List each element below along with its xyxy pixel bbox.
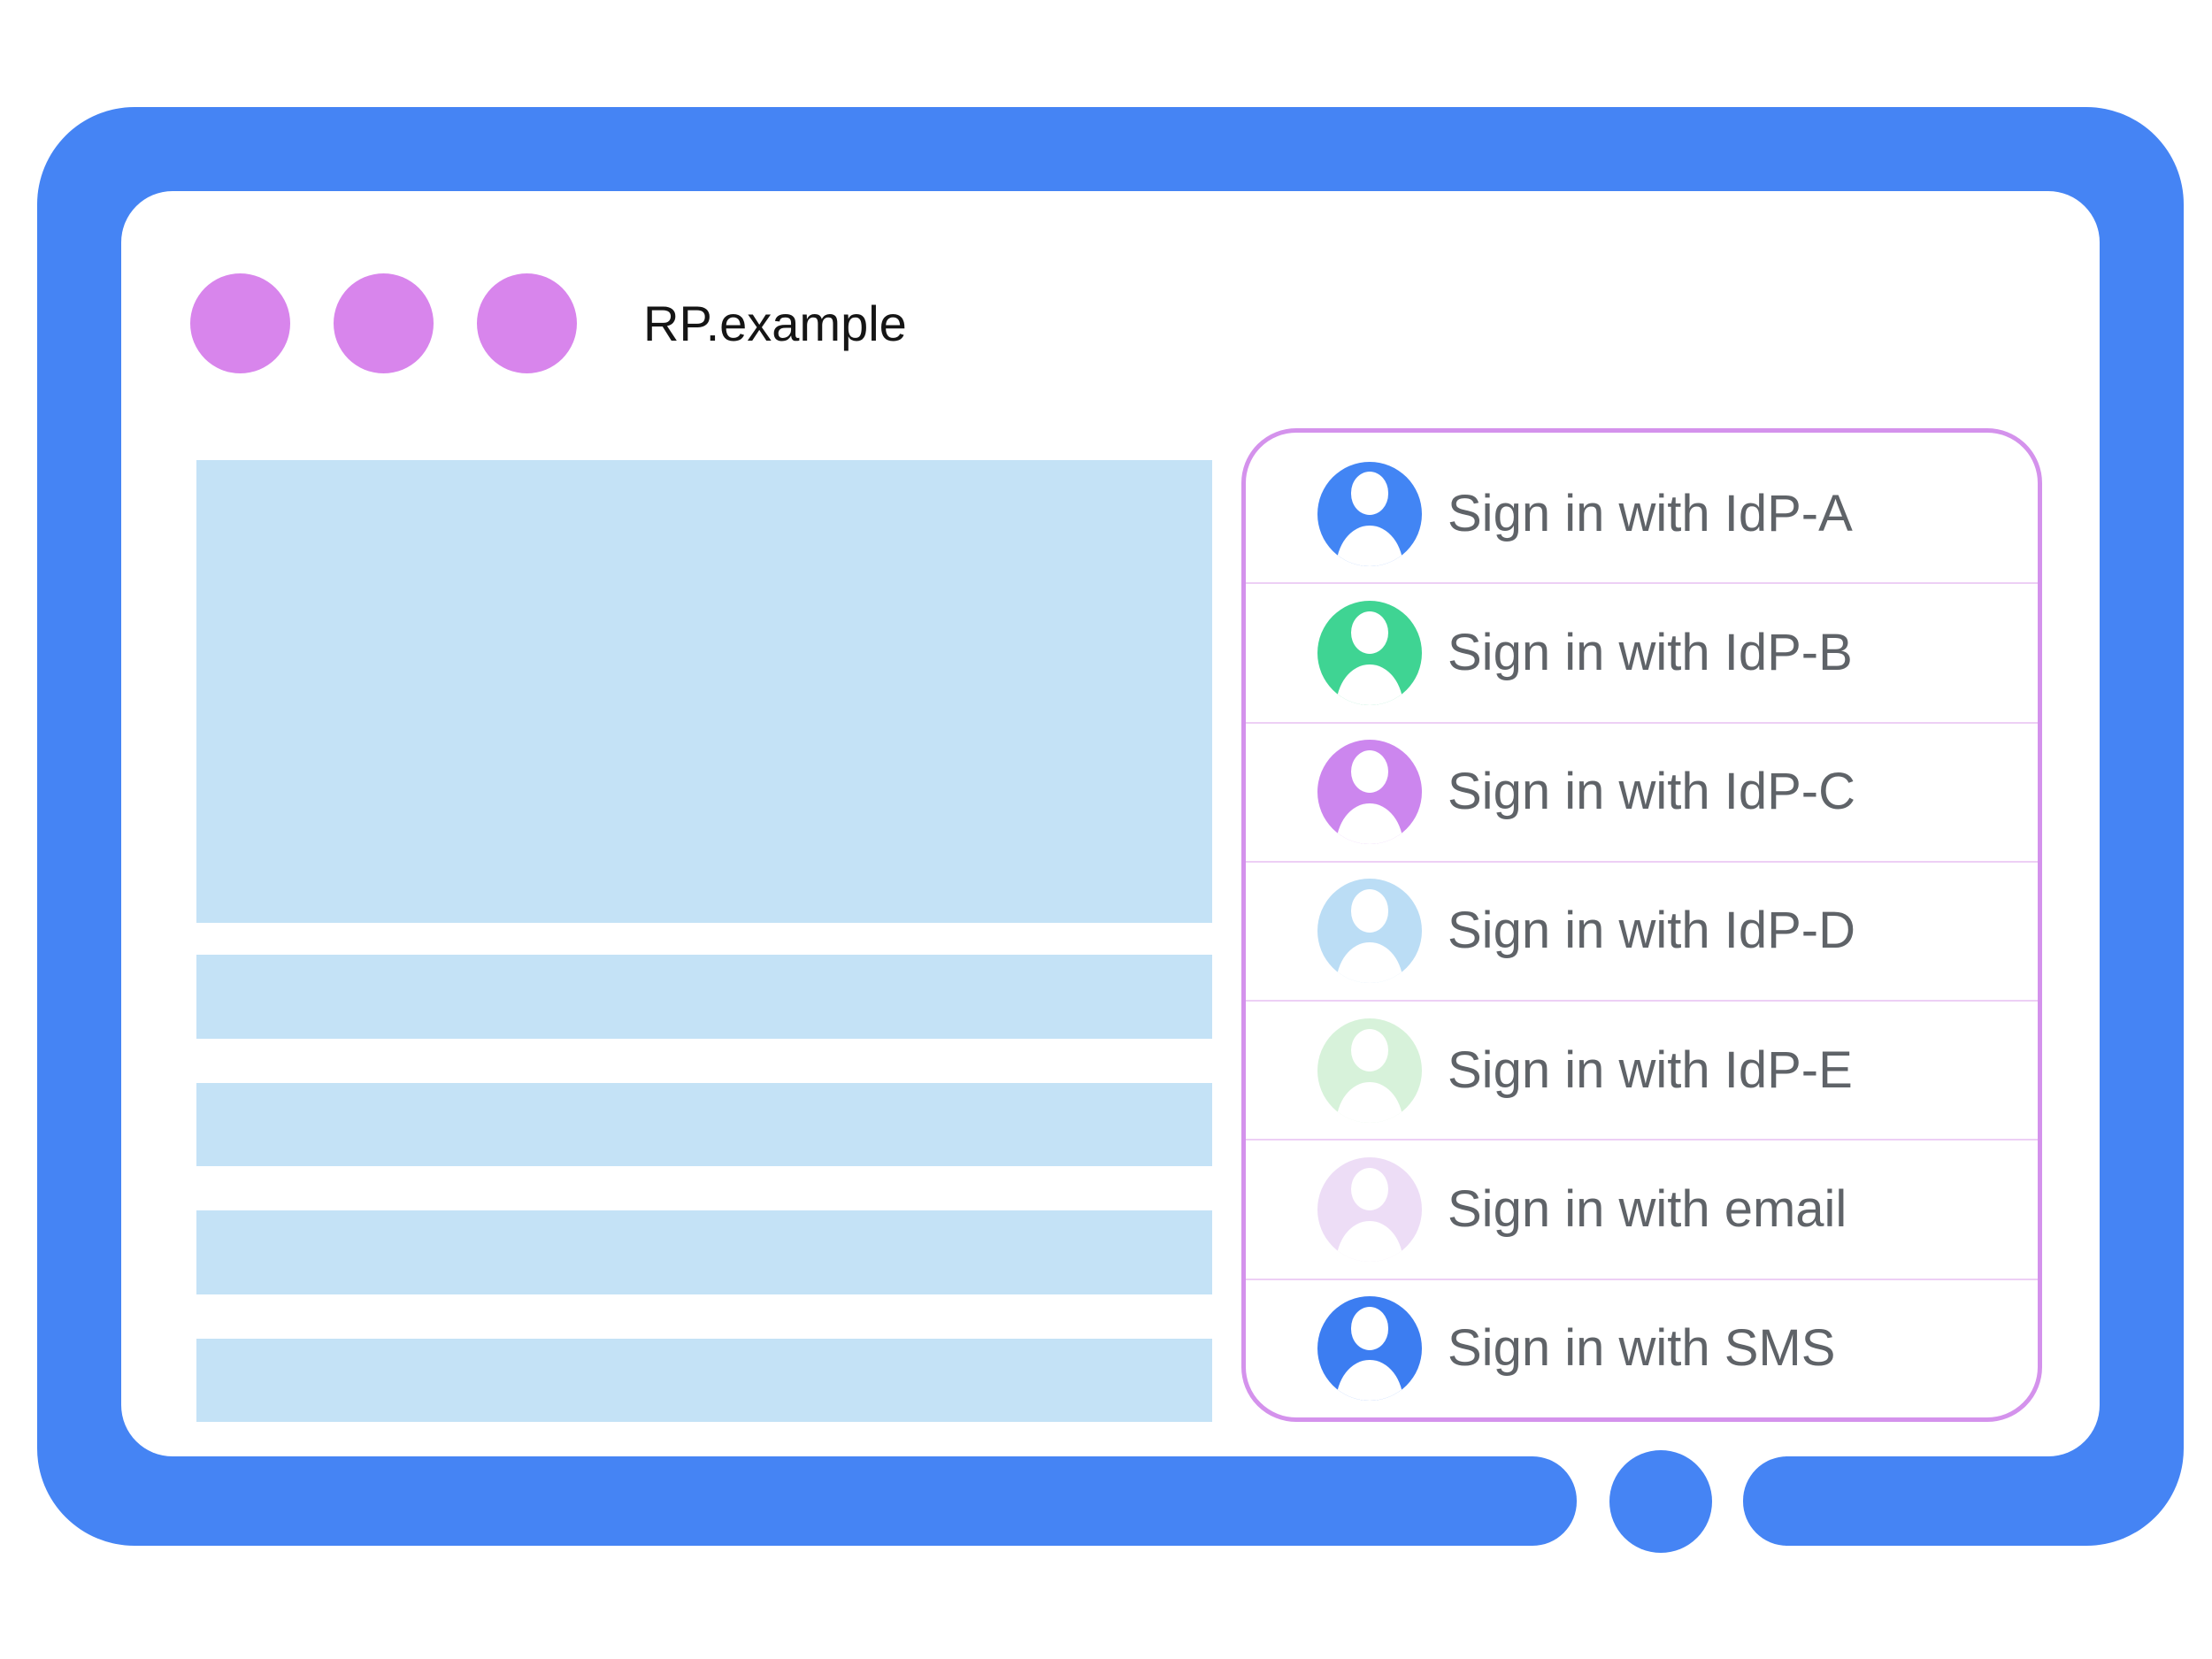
- bottom-bar-left-cap: [1492, 1456, 1577, 1546]
- signin-option[interactable]: Sign in with email: [1246, 1141, 2038, 1280]
- avatar-torso-shape: [1336, 525, 1403, 566]
- signin-option-label: Sign in with SMS: [1448, 1319, 1836, 1378]
- content-placeholder-bar-4: [196, 1339, 1212, 1422]
- signin-option[interactable]: Sign in with SMS: [1246, 1280, 2038, 1417]
- avatar-torso-shape: [1336, 942, 1403, 984]
- avatar-torso-shape: [1336, 1360, 1403, 1402]
- user-avatar-icon: [1317, 461, 1422, 566]
- signin-option-label: Sign in with IdP-D: [1448, 902, 1855, 960]
- signin-option[interactable]: Sign in with IdP-C: [1246, 724, 2038, 863]
- user-avatar-icon: [1317, 600, 1422, 705]
- window-control-dot-3[interactable]: [477, 273, 577, 373]
- content-placeholder-bar-2: [196, 1083, 1212, 1166]
- avatar-head-shape: [1350, 611, 1389, 655]
- content-placeholder-bar-1: [196, 955, 1212, 1039]
- window-control-dot-2[interactable]: [334, 273, 434, 373]
- avatar-head-shape: [1350, 472, 1389, 515]
- signin-option[interactable]: Sign in with IdP-E: [1246, 1002, 2038, 1141]
- user-avatar-icon: [1317, 740, 1422, 845]
- signin-option[interactable]: Sign in with IdP-A: [1246, 445, 2038, 585]
- avatar-head-shape: [1350, 750, 1389, 794]
- user-avatar-icon: [1317, 879, 1422, 984]
- avatar-torso-shape: [1336, 1221, 1403, 1263]
- user-avatar-icon: [1317, 1157, 1422, 1263]
- user-avatar-icon: [1317, 1296, 1422, 1402]
- home-button[interactable]: [1609, 1450, 1712, 1553]
- window-control-dot-1[interactable]: [190, 273, 290, 373]
- signin-option-label: Sign in with IdP-A: [1448, 484, 1853, 542]
- avatar-torso-shape: [1336, 664, 1403, 705]
- content-placeholder-hero: [196, 460, 1212, 923]
- signin-option-label: Sign in with email: [1448, 1180, 1847, 1239]
- avatar-torso-shape: [1336, 803, 1403, 845]
- avatar-head-shape: [1350, 1167, 1389, 1211]
- avatar-head-shape: [1350, 1307, 1389, 1350]
- signin-option[interactable]: Sign in with IdP-D: [1246, 863, 2038, 1002]
- user-avatar-icon: [1317, 1018, 1422, 1123]
- signin-option-label: Sign in with IdP-E: [1448, 1041, 1853, 1099]
- bottom-bar-right-cap: [1743, 1456, 1828, 1546]
- signin-panel: Sign in with IdP-A Sign in with IdP-B Si…: [1241, 428, 2042, 1422]
- content-placeholder-bar-3: [196, 1210, 1212, 1294]
- avatar-head-shape: [1350, 1028, 1389, 1071]
- signin-option-label: Sign in with IdP-C: [1448, 763, 1855, 821]
- avatar-head-shape: [1350, 889, 1389, 933]
- signin-option-label: Sign in with IdP-B: [1448, 623, 1853, 681]
- avatar-torso-shape: [1336, 1081, 1403, 1123]
- page-title: RP.example: [643, 296, 907, 351]
- signin-option[interactable]: Sign in with IdP-B: [1246, 584, 2038, 724]
